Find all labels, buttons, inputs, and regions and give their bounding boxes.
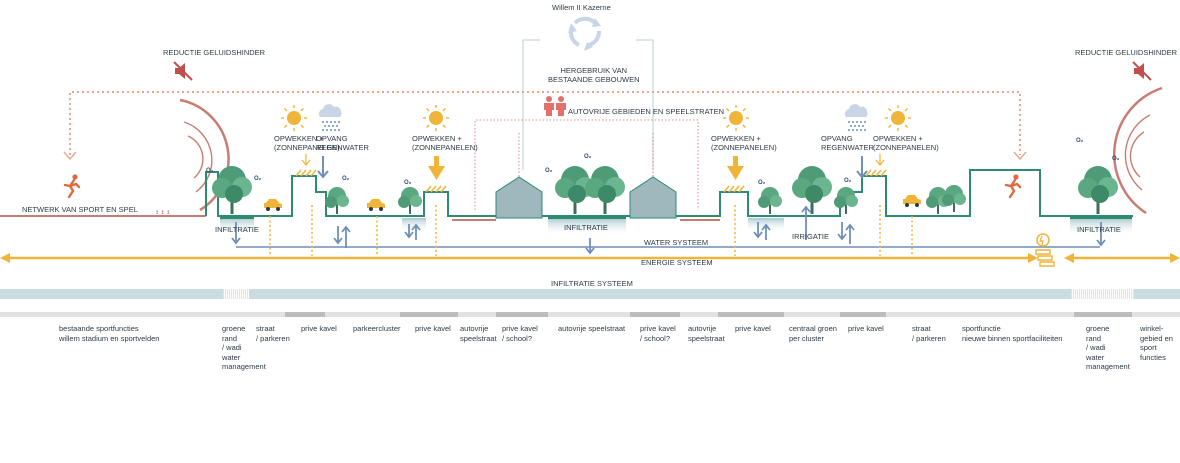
bottom-label: autovrije speelstraat — [558, 324, 626, 333]
bottom-label: prive kavel — [735, 324, 771, 333]
bottom-label: straat / parkeren — [912, 324, 946, 343]
svg-text:O₂: O₂ — [584, 154, 592, 160]
bottom-label: bestaande sportfuncties willem stadium e… — [59, 324, 160, 343]
segment-bar — [840, 312, 886, 317]
bottom-label: groene rand / wadi water management — [1086, 324, 1130, 371]
runner-icon — [63, 173, 81, 199]
infiltration-band — [249, 289, 1071, 299]
segment-bar — [400, 312, 458, 317]
svg-text:O₂: O₂ — [545, 168, 553, 174]
charging-icon — [1035, 233, 1055, 267]
rain-cloud-icon — [318, 104, 342, 131]
reductie-right-label: REDUCTIE GELUIDSHINDER — [1075, 48, 1178, 57]
segment-bar — [630, 312, 680, 317]
reductie-left-label: REDUCTIE GELUIDSHINDER — [163, 48, 266, 57]
infiltratie-label-1: INFILTRATIE — [215, 225, 259, 234]
infiltration-band — [0, 289, 223, 299]
car-icon — [264, 199, 282, 211]
segment-bar — [718, 312, 784, 317]
infiltratie-label-2: INFILTRATIE — [564, 223, 608, 232]
infiltratie-systeem-label: INFILTRATIE SYSTEEM — [551, 279, 633, 288]
kazerne-label: Willem II Kazerne — [552, 3, 611, 12]
bottom-label: groene rand / wadi water management — [222, 324, 266, 371]
opwekken-label-2: OPWEKKEN + (ZONNEPANELEN) — [412, 134, 478, 152]
car-icon — [903, 195, 921, 207]
no-sound-icon — [173, 61, 193, 81]
opvang-label-1: OPVANG REGENWATER — [316, 134, 369, 152]
bottom-label: winkel- gebied en sport functies — [1140, 324, 1173, 362]
svg-text:↥ ↥ ↥: ↥ ↥ ↥ — [155, 210, 170, 216]
segment-bar — [0, 312, 1180, 317]
hergebruik-label: HERGEBRUIK VAN BESTAANDE GEBOUWEN — [548, 66, 640, 84]
infiltratie-label-3: INFILTRATIE — [1077, 225, 1121, 234]
svg-text:O₂: O₂ — [342, 176, 350, 182]
segment-bar — [1074, 312, 1132, 317]
svg-text:O₂: O₂ — [254, 176, 262, 182]
bottom-label: prive kavel / school? — [640, 324, 676, 343]
water-systeem-label: WATER SYSTEEM — [644, 238, 709, 247]
infiltration-band — [1134, 289, 1180, 299]
bottom-label: straat / parkeren — [256, 324, 290, 343]
svg-text:O₂: O₂ — [206, 168, 214, 174]
svg-text:O₂: O₂ — [1112, 156, 1120, 162]
segment-bar — [285, 312, 325, 317]
svg-text:O₂: O₂ — [758, 180, 766, 186]
family-icon — [544, 96, 566, 116]
bottom-label: centraal groen per cluster — [789, 324, 837, 343]
runner-icon — [1004, 173, 1022, 199]
energie-systeem-label: ENERGIE SYSTEEM — [641, 258, 713, 267]
netwerk-label: NETWERK VAN SPORT EN SPEL — [22, 205, 138, 214]
autovrij-label: AUTOVRIJE GEBIEDEN EN SPEELSTRATEN — [568, 107, 725, 116]
bottom-label: prive kavel — [415, 324, 451, 333]
bottom-label: sportfunctie nieuwe binnen sportfacilite… — [962, 324, 1063, 343]
no-sound-icon — [1132, 61, 1152, 81]
sun-icon — [422, 104, 450, 132]
sun-icon — [280, 104, 308, 132]
sun-icon — [722, 104, 750, 132]
opvang-label-2: OPVANG REGENWATER — [821, 134, 874, 152]
bottom-label: prive kavel — [848, 324, 884, 333]
svg-text:O₂: O₂ — [404, 180, 412, 186]
infiltration-band-light — [1071, 289, 1134, 299]
car-icon — [367, 199, 385, 211]
sun-icon — [884, 104, 912, 132]
opwekken-label-1: OPWEKKEN + (ZONNEPANELEN) — [274, 134, 340, 152]
rain-cloud-icon — [844, 104, 868, 131]
bottom-label: prive kavel / school? — [502, 324, 538, 343]
infiltration-band-light — [223, 289, 249, 299]
svg-text:O₂: O₂ — [1076, 138, 1084, 144]
irrigatie-label: IRRIGATIE — [792, 232, 829, 241]
bottom-label: autovrije speelstraat — [460, 324, 497, 343]
bottom-label: parkeercluster — [353, 324, 401, 333]
svg-text:O₂: O₂ — [844, 178, 852, 184]
opwekken-label-4: OPWEKKEN + (ZONNEPANELEN) — [873, 134, 939, 152]
recycle-icon — [568, 16, 601, 51]
bottom-label: autovrije speelstraat — [688, 324, 725, 343]
segment-bar — [496, 312, 548, 317]
opwekken-label-3: OPWEKKEN + (ZONNEPANELEN) — [711, 134, 777, 152]
bottom-label: prive kavel — [301, 324, 337, 333]
